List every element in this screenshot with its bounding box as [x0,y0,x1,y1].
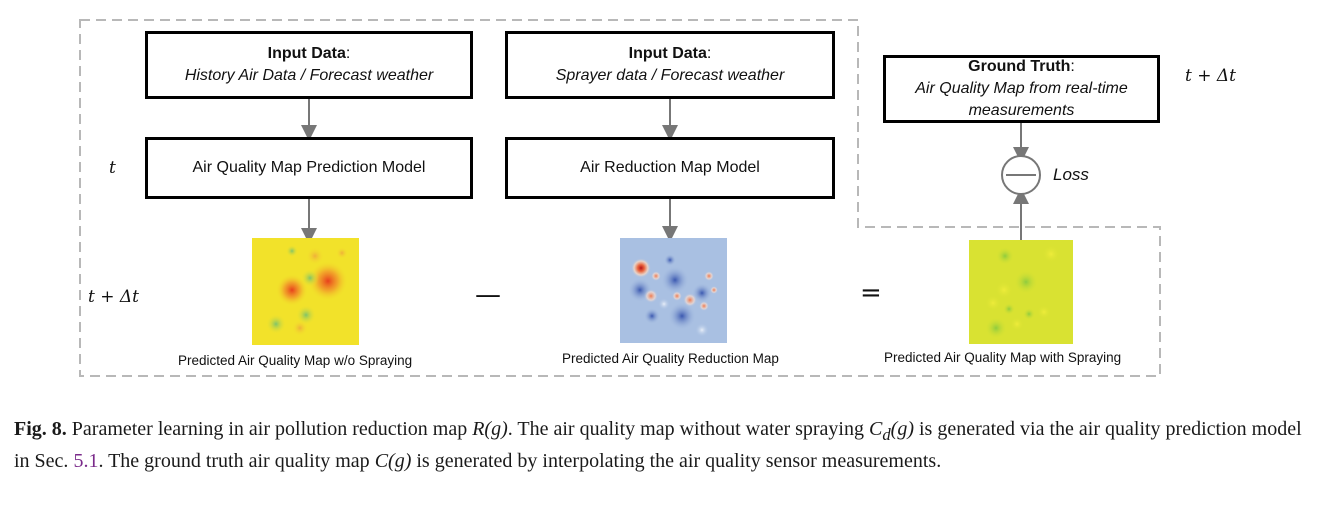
hotspot [644,308,660,324]
hotspot [644,289,658,303]
hotspot [651,271,661,281]
map-label-reduction: Predicted Air Quality Reduction Map [562,351,779,366]
prediction-model-label: Air Quality Map Prediction Model [192,159,426,176]
hotspot [672,291,682,301]
time-label-t-dt-left: t + Δt [88,287,139,307]
math-C-g: C(g) [374,450,412,472]
hotspot [695,323,709,337]
hotspot [1014,270,1038,294]
equals-operator: = [860,278,882,308]
hotspot [292,320,308,336]
input-box-sprayer: Input Data: Sprayer data / Forecast weat… [505,31,835,99]
hotspot [308,261,348,301]
hotspot [996,247,1014,265]
hotspot [1042,245,1060,263]
hotspot [286,245,298,257]
dashed-boundary [79,19,1161,377]
math-R-g: R(g) [472,418,508,440]
input-box-subtitle: Sprayer data / Forecast weather [555,67,785,84]
hotspot [266,314,286,334]
hotspot [985,295,1001,311]
hotspot [336,247,348,259]
ground-truth-subtitle-1: Air Quality Map from real-time [915,80,1128,97]
minus-operator: — [475,280,501,310]
hotspot [704,271,714,281]
hotspot [1037,305,1051,319]
input-box-title: Input Data: [628,45,712,62]
reduction-model-label: Air Reduction Map Model [580,159,760,176]
hotspot [699,301,709,311]
time-label-t: t [109,158,116,178]
hotspot [985,317,1007,339]
ground-truth-subtitle-2: measurements [968,102,1075,119]
input-box-history: Input Data: History Air Data / Forecast … [145,31,473,99]
hotspot [1003,303,1015,315]
caption-text: is generated by interpolating the air qu… [411,450,942,472]
hotspot [296,305,316,325]
figure-label: Fig. 8. [14,418,67,440]
ground-truth-title: Ground Truth: [968,58,1075,75]
hotspot [306,247,324,265]
heatmap-reduction [620,238,727,343]
hotspot [301,269,319,287]
reduction-model-box: Air Reduction Map Model [505,137,835,199]
caption-text: Parameter learning in air pollution redu… [66,418,473,440]
caption-text: . The ground truth air quality map [98,450,375,472]
caption-text: . The air quality map without water spra… [507,418,869,440]
heatmap-without-spraying [252,238,359,345]
input-box-title: Input Data: [267,45,351,62]
loss-minus-icon [1001,155,1041,195]
caption-text: is generated via the air quality predict… [14,418,1302,472]
hotspot [276,274,308,306]
input-box-subtitle: History Air Data / Forecast weather [184,67,434,84]
hotspot [710,286,718,294]
hotspot [692,283,712,303]
hotspot [631,258,651,278]
hotspot [664,254,676,266]
math-Cd-g: Cd(g) [868,418,914,444]
hotspot [683,293,697,307]
map-label-without-spraying: Predicted Air Quality Map w/o Spraying [178,353,413,368]
time-label-t-dt-right: t + Δt [1185,66,1236,86]
hotspot [1023,308,1035,320]
hotspot [995,281,1013,299]
loss-label: Loss [1053,165,1089,184]
prediction-model-box: Air Quality Map Prediction Model [145,137,473,199]
ground-truth-box: Ground Truth: Air Quality Map from real-… [883,55,1160,123]
figure-caption: Fig. 8. Parameter learning in air pollut… [14,416,1314,475]
section-link[interactable]: 5.1 [73,450,99,472]
map-label-with-spraying: Predicted Air Quality Map with Spraying [884,350,1122,365]
hotspot [668,302,696,330]
hotspot [1010,317,1024,331]
hotspot [661,266,689,294]
hotspot [658,298,670,310]
heatmap-with-spraying [969,240,1073,344]
